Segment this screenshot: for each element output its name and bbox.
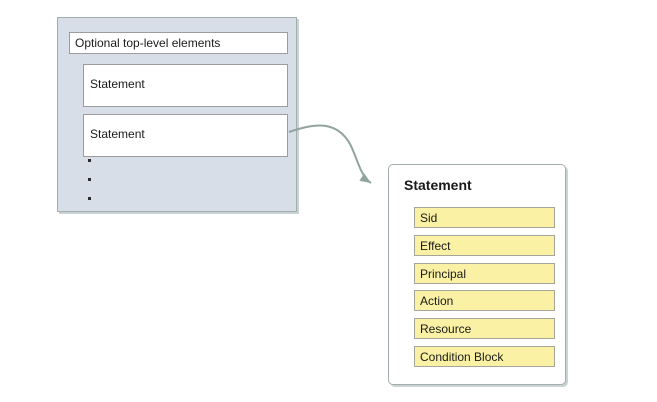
element-label: Resource — [420, 321, 472, 336]
element-label: Principal — [420, 266, 467, 281]
statement-detail-title: Statement — [404, 177, 472, 193]
statement-box: Statement — [83, 114, 288, 157]
element-label: Effect — [420, 238, 451, 253]
policy-document-panel: Optional top-level elements Statement St… — [57, 17, 297, 212]
more-statements-ellipsis: . . . — [88, 159, 91, 216]
statement-detail-panel: Statement Sid Effect Principal Action Re… — [388, 164, 566, 385]
statement-box-label: Statement — [90, 77, 145, 91]
ellipsis-dot: . — [88, 178, 91, 181]
ellipsis-dot: . — [88, 197, 91, 200]
ellipsis-dot: . — [88, 159, 91, 162]
element-box-effect: Effect — [414, 235, 555, 256]
element-label: Action — [420, 293, 454, 308]
element-box-action: Action — [414, 290, 555, 311]
element-label: Sid — [420, 210, 438, 225]
element-box-resource: Resource — [414, 318, 555, 339]
optional-top-level-elements-box: Optional top-level elements — [69, 32, 288, 54]
statement-box: Statement — [83, 64, 288, 107]
optional-top-level-elements-label: Optional top-level elements — [75, 36, 221, 50]
element-box-principal: Principal — [414, 263, 555, 284]
element-box-condition-block: Condition Block — [414, 346, 555, 367]
arrow-curve — [288, 124, 372, 184]
element-box-sid: Sid — [414, 207, 555, 228]
element-label: Condition Block — [420, 349, 504, 364]
statement-box-label: Statement — [90, 127, 145, 141]
